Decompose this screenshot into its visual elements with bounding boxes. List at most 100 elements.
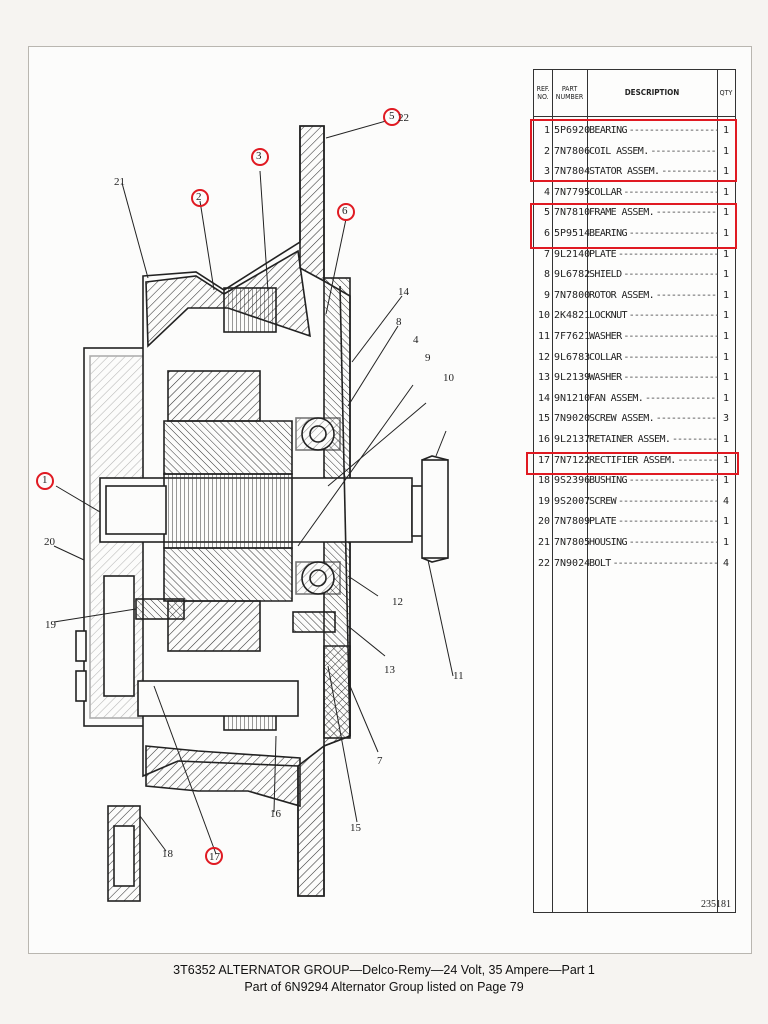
alternator-cross-section-diagram: [36, 108, 454, 902]
qty-cell: 4: [723, 557, 730, 569]
description-cell: WASHER: [589, 331, 622, 342]
qty-cell: 1: [723, 351, 730, 363]
part-number-cell: 7N9024: [554, 557, 591, 569]
leader-dots: ----------------------------------------: [623, 269, 718, 281]
qty-cell: 1: [723, 475, 730, 487]
leader-dots: ----------------------------------------: [618, 516, 718, 528]
description-cell: BUSHING: [589, 475, 628, 487]
callout-18: 18: [162, 848, 173, 860]
table-header: REF. NO. PART NUMBER DESCRIPTION QTY: [534, 70, 735, 117]
figure-caption-line-2: Part of 6N9294 Alternator Group listed o…: [244, 980, 524, 994]
table-row: 139L2139WASHER1-------------------------…: [534, 368, 735, 389]
parts-list-table: REF. NO. PART NUMBER DESCRIPTION QTY 1 5P…: [533, 69, 736, 913]
ref-cell: 2: [543, 145, 550, 157]
header-description: DESCRIPTION: [624, 88, 680, 97]
callout-6: 6: [342, 205, 348, 217]
highlight-box-rows-1-3: [530, 119, 737, 182]
description-cell: SCREW ASSEM.: [589, 413, 655, 425]
ref-cell: 10: [537, 310, 550, 322]
leader-dots: ----------------------------------------: [623, 372, 718, 384]
leader-dots: ----------------------------------------: [623, 351, 718, 363]
part-number-cell: 9N1210: [554, 392, 591, 404]
description-cell: BEARING: [589, 228, 628, 239]
leader-dots: ----------------------------------------: [645, 392, 718, 404]
callout-1: 1: [42, 474, 48, 486]
qty-cell: 1: [723, 331, 730, 342]
qty-cell: 1: [723, 145, 730, 157]
qty-cell: 4: [723, 495, 730, 507]
part-number-cell: 7N7800: [554, 289, 591, 301]
callout-15: 15: [350, 822, 361, 834]
column-divider: [552, 70, 553, 912]
qty-cell: 1: [723, 248, 730, 260]
description-cell: SHIELD: [589, 269, 622, 281]
qty-cell: 1: [723, 454, 730, 466]
ref-cell: 18: [537, 475, 550, 487]
part-number-cell: 5P6920: [554, 125, 591, 136]
description-cell: ROTOR ASSEM.: [589, 289, 655, 301]
callout-19: 19: [45, 619, 56, 631]
leader-dots: ----------------------------------------: [661, 166, 718, 178]
part-number-cell: 7N7122: [554, 454, 591, 466]
ref-cell: 20: [537, 516, 550, 528]
table-row: 227N9024BOLT4---------------------------…: [534, 554, 735, 575]
ref-cell: 6: [543, 228, 550, 239]
qty-cell: 1: [723, 166, 730, 178]
callout-17: 17: [209, 851, 220, 863]
highlight-box-rows-5-6: [530, 203, 737, 249]
callout-14: 14: [398, 286, 409, 298]
header-part-number: PART NUMBER: [555, 85, 584, 101]
ref-cell: 22: [537, 557, 550, 569]
column-divider: [717, 70, 718, 912]
header-ref-no: REF. NO.: [536, 85, 550, 101]
leader-dots: ----------------------------------------: [628, 475, 718, 487]
ref-cell: 21: [537, 537, 550, 548]
description-cell: FAN ASSEM.: [589, 392, 644, 404]
callout-12: 12: [392, 596, 403, 608]
description-cell: STATOR ASSEM.: [589, 166, 660, 178]
callout-9: 9: [425, 352, 431, 364]
qty-cell: 1: [723, 434, 730, 445]
table-row: 102K4821LOCKNUT1------------------------…: [534, 306, 735, 327]
qty-cell: 1: [723, 516, 730, 528]
description-cell: PLATE: [589, 516, 617, 528]
leader-dots: ----------------------------------------: [618, 495, 718, 507]
description-cell: LOCKNUT: [589, 310, 628, 322]
part-number-cell: 7N7810: [554, 207, 591, 219]
part-number-cell: 7N7806: [554, 145, 591, 157]
table-row: 47N7795COLLAR1--------------------------…: [534, 183, 735, 204]
header-qty: QTY: [719, 89, 733, 97]
callout-10: 10: [443, 372, 454, 384]
part-number-cell: 9L6783: [554, 351, 591, 363]
ref-cell: 1: [543, 125, 550, 136]
callout-5: 5: [389, 110, 395, 122]
part-number-cell: 9L2139: [554, 372, 591, 384]
part-number-cell: 7N7809: [554, 516, 591, 528]
description-cell: SCREW: [589, 495, 617, 507]
callout-22: 22: [398, 112, 409, 124]
description-cell: RECTIFIER ASSEM.: [589, 454, 676, 466]
callout-2: 2: [196, 191, 202, 203]
ref-cell: 16: [537, 434, 550, 445]
callout-21: 21: [114, 176, 125, 188]
leader-dots: ----------------------------------------: [628, 125, 718, 136]
leader-dots: ----------------------------------------: [677, 454, 718, 466]
table-row: 89L6782SHIELD1--------------------------…: [534, 265, 735, 286]
leader-dots: ----------------------------------------: [628, 228, 718, 239]
figure-number: 235181: [701, 899, 731, 910]
part-number-cell: 2K4821: [554, 310, 591, 322]
table-row: 189S2396BUSHING1------------------------…: [534, 471, 735, 492]
table-row: 217N7805HOUSING1------------------------…: [534, 533, 735, 554]
part-number-cell: 9L2137: [554, 434, 591, 445]
description-cell: WASHER: [589, 372, 622, 384]
leader-dots: ----------------------------------------: [655, 289, 718, 301]
description-cell: FRAME ASSEM.: [589, 207, 655, 219]
qty-cell: 1: [723, 310, 730, 322]
ref-cell: 4: [543, 186, 550, 198]
